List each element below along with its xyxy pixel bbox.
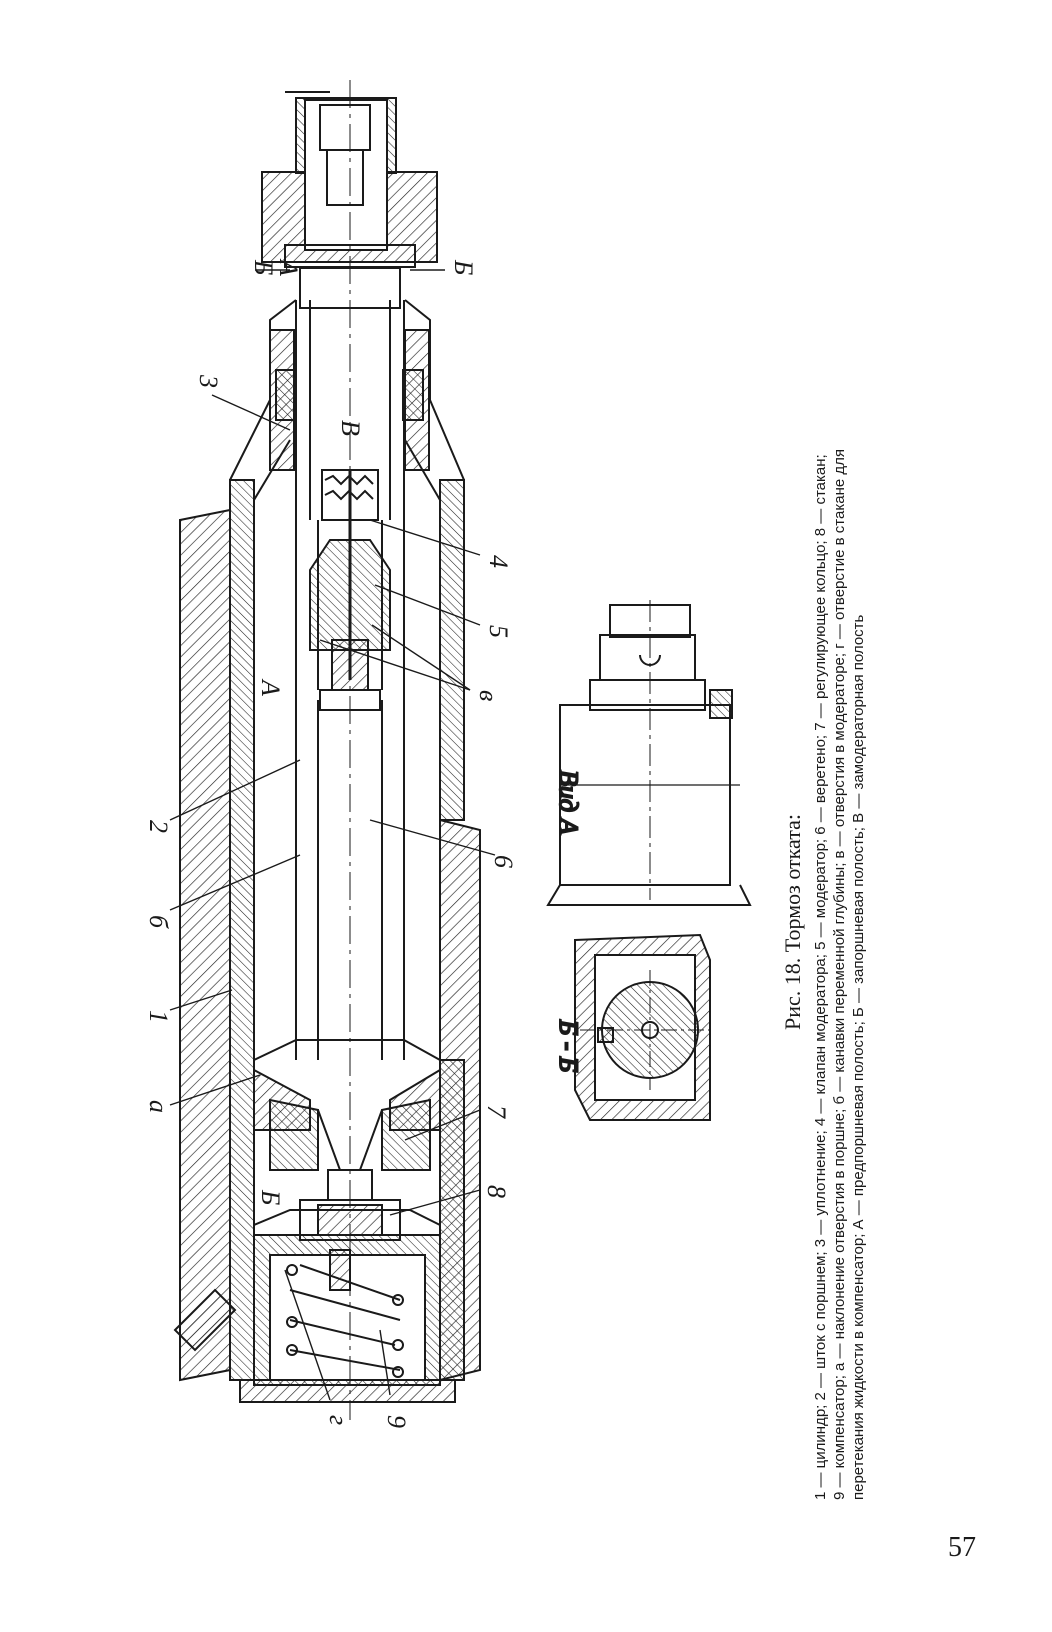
- view-a-arrow-label: А: [274, 258, 303, 276]
- cavity-B-label: Б: [256, 1189, 285, 1205]
- section-bb-title: Б - Б: [554, 1019, 583, 1072]
- cavity-V-label: В: [336, 420, 365, 436]
- callout-a: а: [144, 1100, 173, 1113]
- caption-title: Рис. 18. Тормоз отката:: [780, 814, 805, 1030]
- caption-line-1: 1 — цилиндр; 2 — шток с поршнем; 3 — упл…: [812, 454, 829, 1500]
- callout-4: 4: [484, 555, 513, 568]
- callout-3: 3: [194, 374, 223, 388]
- section-bb-drawing: Б - Б: [553, 933, 711, 1121]
- main-section-view: [173, 80, 481, 1420]
- callout-b: б: [144, 915, 173, 929]
- section-mark-left: Б: [249, 259, 278, 275]
- leader-lines: [169, 394, 496, 1401]
- callout-v: в: [474, 690, 503, 701]
- page-number: 57: [948, 1532, 976, 1563]
- figure-caption: Рис. 18. Тормоз отката: 1 — цилиндр; 2 —…: [780, 449, 867, 1500]
- view-a-drawing: Вид А: [546, 600, 752, 906]
- callout-2: 2: [144, 820, 173, 833]
- callout-7: 7: [482, 1105, 511, 1119]
- callout-8: 8: [482, 1185, 511, 1198]
- callout-g: г: [324, 1415, 353, 1425]
- cavity-A-label: А: [256, 678, 285, 696]
- callout-5: 5: [484, 625, 513, 638]
- callout-6: 6: [489, 855, 518, 868]
- callout-1: 1: [144, 1010, 173, 1023]
- callout-9: 9: [382, 1415, 411, 1428]
- caption-line-3: перетекания жидкости в компенсатор; А — …: [850, 614, 867, 1500]
- section-mark-right: Б: [449, 259, 478, 275]
- callout-labels: 3 4 5 в 2 6 б 1 а 7 8 г 9 А Б В Б Б А: [144, 258, 518, 1428]
- view-a-title: Вид А: [554, 770, 583, 835]
- caption-line-2: 9 — компенсатор; а — наклонение отверсти…: [831, 449, 848, 1500]
